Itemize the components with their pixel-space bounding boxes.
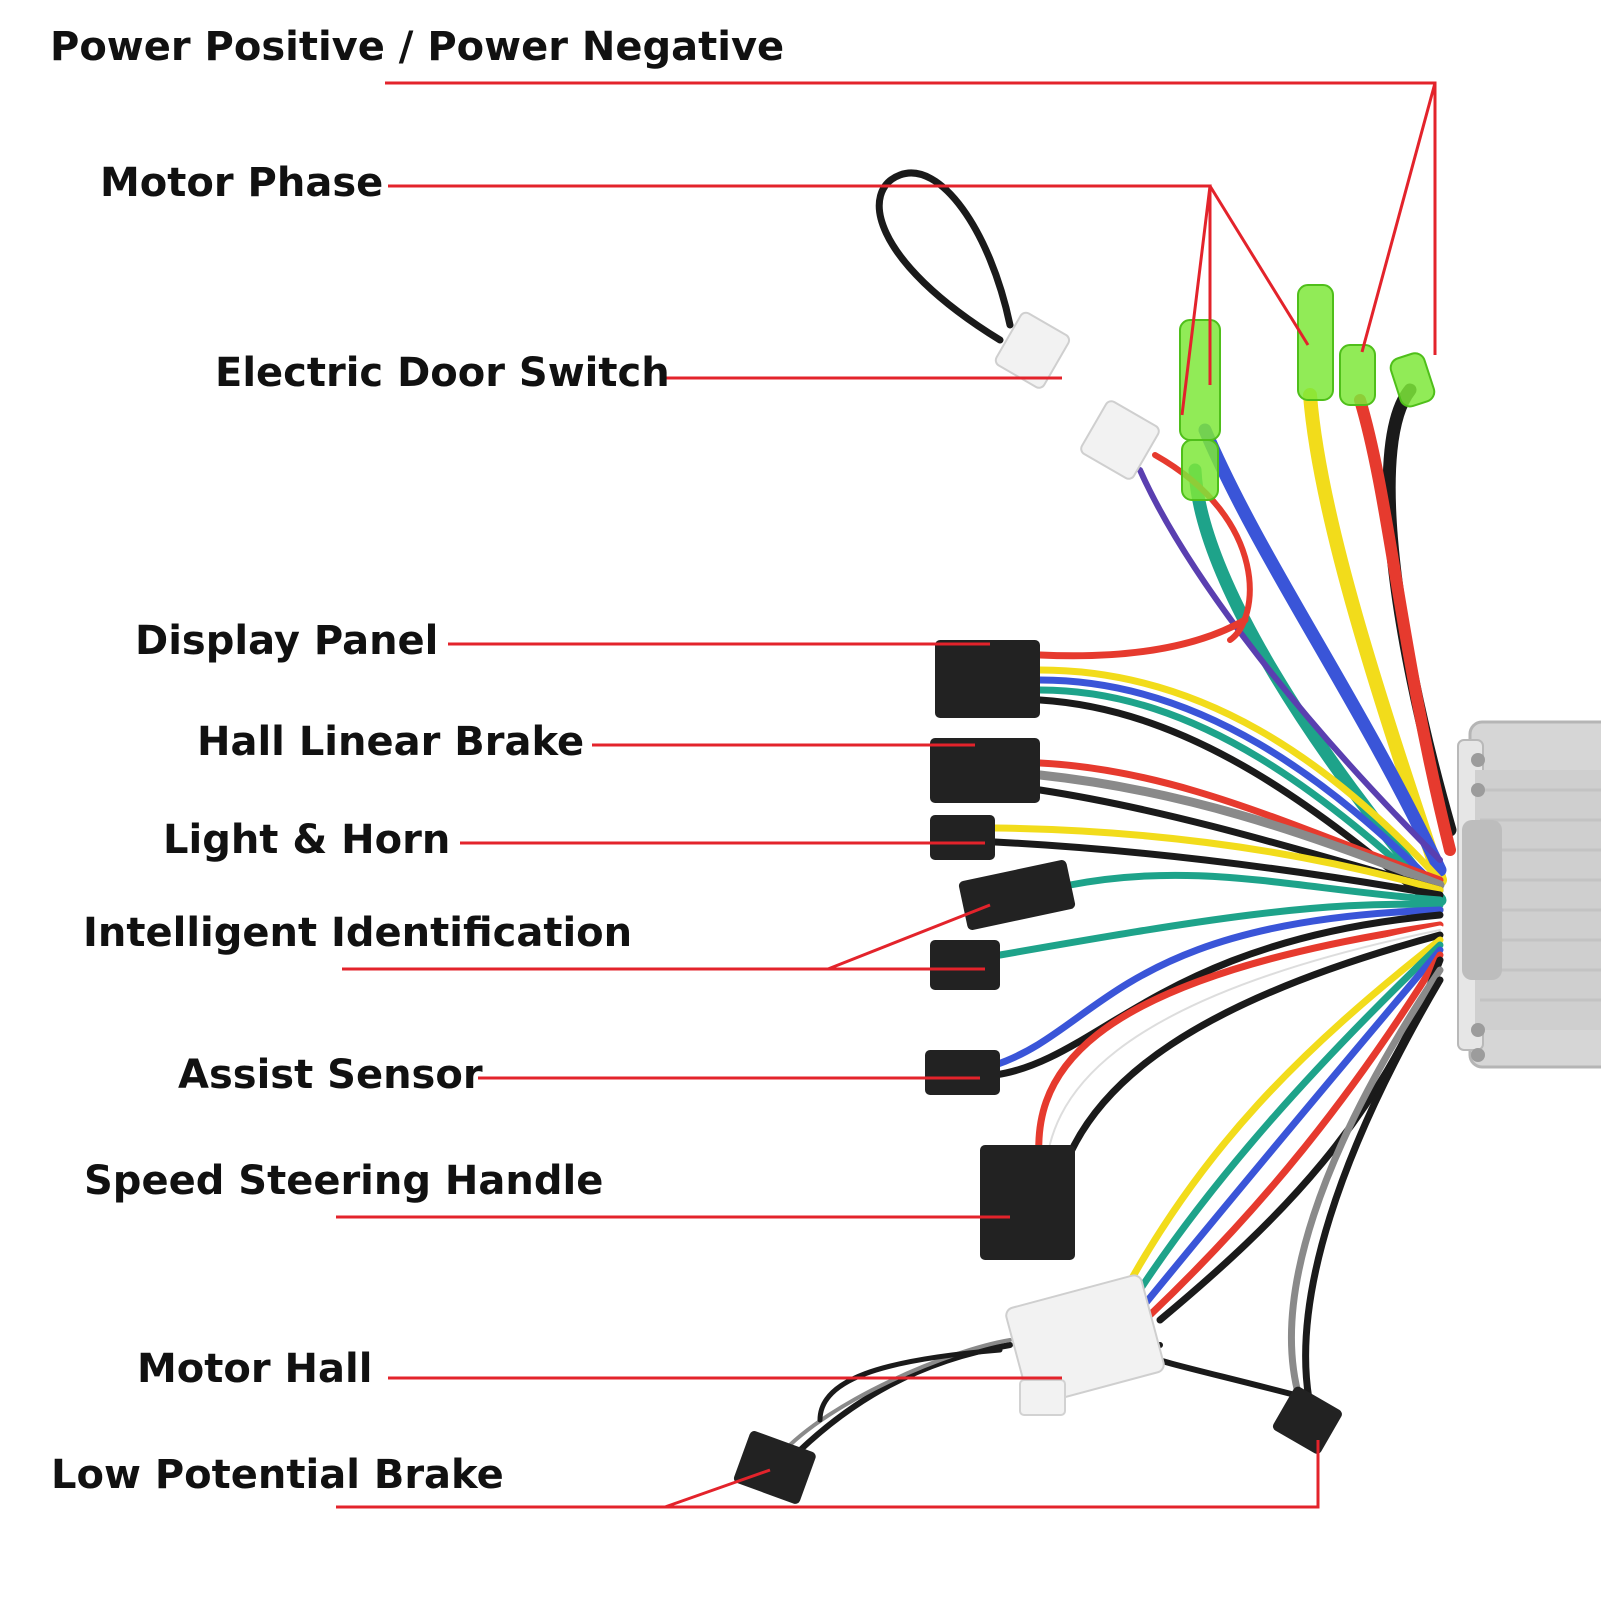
black-connectors (733, 640, 1342, 1504)
label-light-horn: Light & Horn (163, 817, 451, 863)
motor-hall-connector (1005, 1274, 1165, 1416)
controller-box (1457, 720, 1601, 1069)
label-speed-steering-handle: Speed Steering Handle (84, 1158, 604, 1204)
label-display-panel: Display Panel (135, 618, 439, 664)
label-motor-hall: Motor Hall (137, 1346, 373, 1392)
label-intelligent-identification: Intelligent Identification (83, 910, 633, 956)
label-assist-sensor: Assist Sensor (178, 1052, 483, 1098)
wire-bundle (778, 169, 1457, 1463)
door-switch-connector (994, 311, 1160, 480)
label-hall-linear-brake: Hall Linear Brake (197, 719, 585, 765)
leader-lines (336, 81, 1437, 1509)
label-motor-phase: Motor Phase (100, 160, 384, 206)
label-electric-door-switch: Electric Door Switch (215, 350, 670, 396)
green-sleeves (1179, 284, 1436, 501)
label-power-positive-negative: Power Positive / Power Negative (50, 24, 785, 70)
label-low-potential-brake: Low Potential Brake (51, 1452, 504, 1498)
